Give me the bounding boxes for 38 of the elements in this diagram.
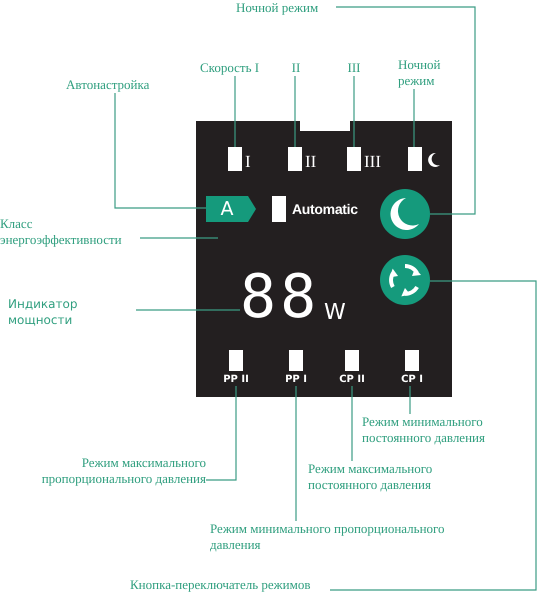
callout-label: Ночной режим xyxy=(398,57,458,89)
callout-label: Режим минимального постоянного давления xyxy=(362,414,512,446)
leader-line xyxy=(234,76,236,147)
mode-switch-button xyxy=(380,255,430,305)
mode-indicator: PP II xyxy=(214,350,258,386)
leader-line xyxy=(136,309,240,311)
callout-label: Режим минимального пропорционального давления xyxy=(210,521,485,553)
leader-line xyxy=(295,386,297,521)
indicator: III xyxy=(347,147,381,171)
leader-line xyxy=(330,280,537,591)
automatic-indicator: Automatic xyxy=(272,196,358,222)
mode-indicator: CP I xyxy=(390,350,434,386)
callout-label: Индикатор мощности xyxy=(8,296,136,328)
leader-line xyxy=(294,76,296,147)
indicator: II xyxy=(288,147,316,171)
leader-line xyxy=(114,93,206,209)
callout-label: Кнопка-переключатель режимов xyxy=(130,577,330,593)
leader-line xyxy=(140,237,218,239)
energy-class-badge: A xyxy=(206,196,256,222)
leader-line xyxy=(353,76,355,147)
callout-label: Автонастройка xyxy=(66,77,166,93)
leader-line xyxy=(206,386,237,481)
callout-label: Режим максимального постоянного давления xyxy=(308,461,458,493)
callout-label: Ночной режим xyxy=(236,0,336,16)
leader-line xyxy=(413,89,415,147)
leader-line xyxy=(409,386,411,414)
mode-indicator: CP II xyxy=(330,350,374,386)
night-indicator xyxy=(408,147,441,171)
leader-line xyxy=(351,386,353,461)
callout-label: III xyxy=(342,60,366,76)
night-mode-button xyxy=(380,189,430,239)
mode-indicator: PP I xyxy=(274,350,318,386)
power-display: 88 W xyxy=(240,268,350,330)
callout-label: II xyxy=(286,60,306,76)
callout-label: Режим максимального пропорционального давления xyxy=(14,455,206,487)
leader-line xyxy=(336,6,476,215)
callout-label: Класс энергоэффективности xyxy=(0,216,140,248)
callout-label: Скорость I xyxy=(200,60,272,76)
